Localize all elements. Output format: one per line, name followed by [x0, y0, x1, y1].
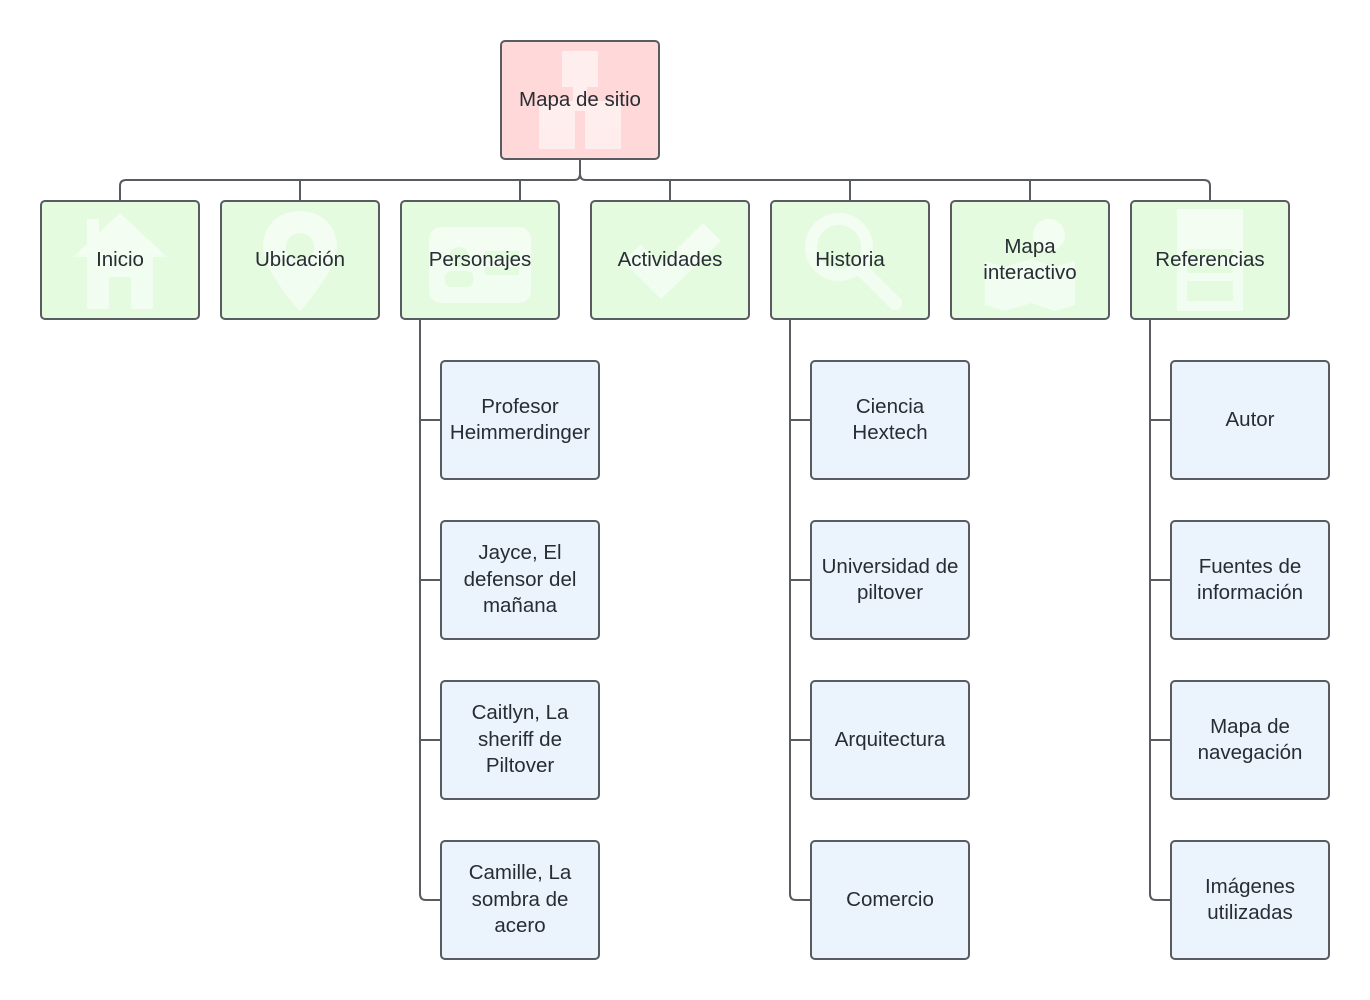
- branch-1-3: [789, 893, 810, 901]
- section-actividades[interactable]: Actividades: [590, 200, 750, 320]
- page-autor[interactable]: Autor: [1170, 360, 1330, 480]
- page-ciencia-hextech[interactable]: Ciencia Hextech: [810, 360, 970, 480]
- branch-0-3: [419, 893, 440, 901]
- page-jayce[interactable]: Jayce, El defensor del mañana: [440, 520, 600, 640]
- page-label: Ciencia Hextech: [852, 394, 928, 445]
- root-node[interactable]: Mapa de sitio: [500, 40, 660, 160]
- section-inicio[interactable]: Inicio: [40, 200, 200, 320]
- bus-drop-0: [119, 179, 127, 200]
- section-label: Referencias: [1155, 247, 1265, 271]
- section-mapa-interactivo[interactable]: Mapa interactivo: [950, 200, 1110, 320]
- page-label: Profesor Heimmerdinger: [449, 394, 591, 445]
- section-label: Personajes: [428, 247, 532, 271]
- section-historia[interactable]: Historia: [770, 200, 930, 320]
- page-camille[interactable]: Camille, La sombra de acero: [440, 840, 600, 960]
- root-to-bus-right: [579, 173, 1204, 181]
- section-label: Inicio: [96, 247, 144, 271]
- section-label: Ubicación: [254, 247, 346, 271]
- page-comercio[interactable]: Comercio: [810, 840, 970, 960]
- page-profesor-heimmerdinger[interactable]: Profesor Heimmerdinger: [440, 360, 600, 480]
- page-arquitectura[interactable]: Arquitectura: [810, 680, 970, 800]
- page-label: Fuentes de información: [1197, 554, 1303, 605]
- section-label: Historia: [815, 247, 885, 271]
- root-to-bus-left: [126, 160, 581, 181]
- page-label: Arquitectura: [834, 727, 946, 751]
- bus-drop-6: [1203, 179, 1211, 200]
- page-label: Universidad de piltover: [821, 554, 959, 605]
- section-label: Actividades: [617, 247, 723, 271]
- section-referencias[interactable]: Referencias: [1130, 200, 1290, 320]
- page-imagenes-utilizadas[interactable]: Imágenes utilizadas: [1170, 840, 1330, 960]
- page-label: Camille, La sombra de acero: [468, 861, 572, 938]
- root-node-label: Mapa de sitio: [519, 87, 641, 111]
- section-personajes[interactable]: Personajes: [400, 200, 560, 320]
- page-label: Mapa de navegación: [1197, 714, 1303, 765]
- section-label: Mapa interactivo: [983, 234, 1077, 285]
- page-label: Jayce, El defensor del mañana: [463, 541, 577, 618]
- branch-2-3: [1149, 893, 1170, 901]
- section-ubicacion[interactable]: Ubicación: [220, 200, 380, 320]
- page-label: Caitlyn, La sheriff de Piltover: [471, 701, 569, 778]
- page-label: Comercio: [846, 887, 934, 911]
- page-universidad-de-piltover[interactable]: Universidad de piltover: [810, 520, 970, 640]
- page-mapa-de-navegacion[interactable]: Mapa de navegación: [1170, 680, 1330, 800]
- page-label: Autor: [1225, 407, 1275, 431]
- page-label: Imágenes utilizadas: [1204, 874, 1296, 925]
- page-fuentes-de-informacion[interactable]: Fuentes de información: [1170, 520, 1330, 640]
- page-caitlyn[interactable]: Caitlyn, La sheriff de Piltover: [440, 680, 600, 800]
